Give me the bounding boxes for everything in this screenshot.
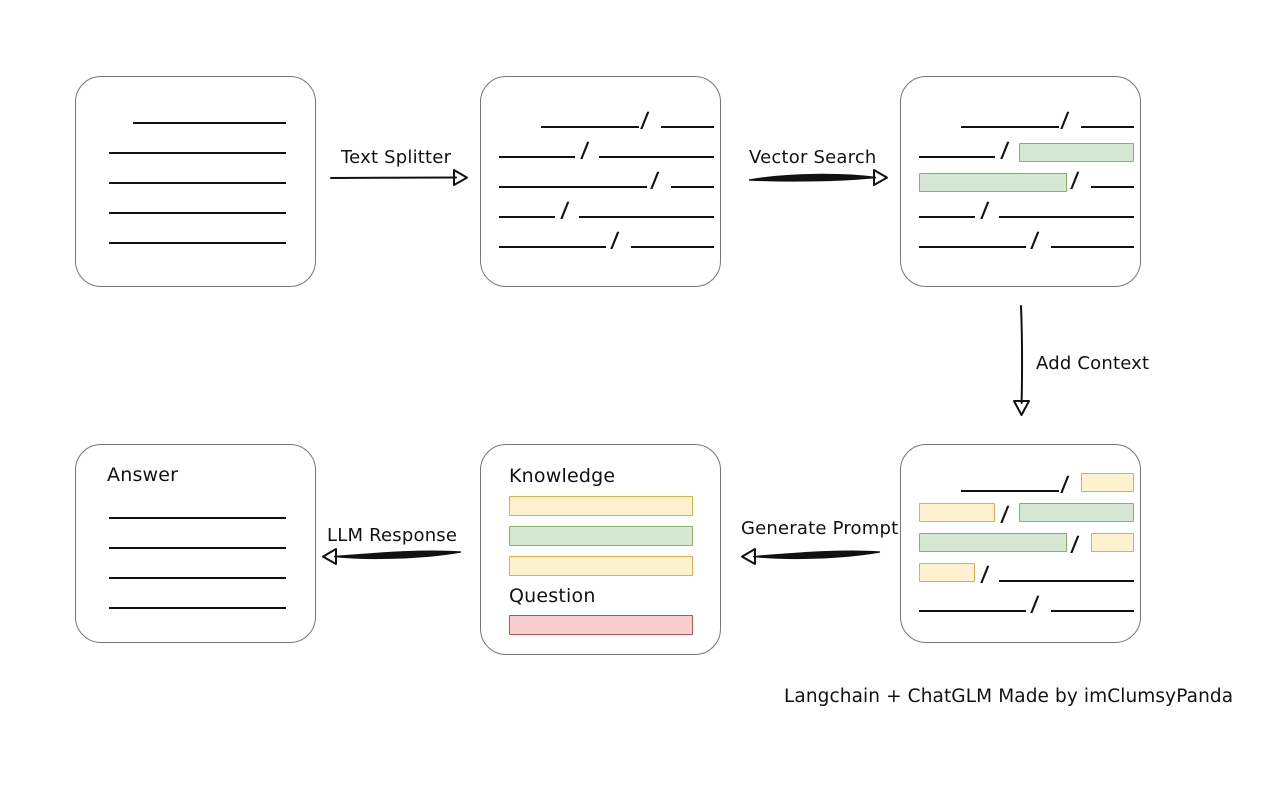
matched-chunk-highlight (919, 173, 1067, 192)
chunk-separator-icon: / (559, 198, 570, 222)
matched-chunk-highlight (1019, 143, 1134, 162)
context-chunk-highlight (919, 563, 975, 582)
answer-line (109, 517, 286, 519)
prompt-knowledge-label: Knowledge (509, 465, 616, 487)
chunk-line (1081, 126, 1134, 128)
chunk-separator-icon: / (579, 138, 590, 162)
chunk-separator-icon: / (999, 138, 1010, 162)
node-matched-chunks[interactable]: / / / / / (900, 76, 1141, 287)
edge-add-context (1010, 305, 1032, 417)
edge-vector-search (748, 166, 890, 186)
node-source-document[interactable] (75, 76, 316, 287)
chunk-separator-icon: / (979, 562, 990, 586)
chunk-line (919, 246, 1026, 248)
node-context-chunks[interactable]: / / / / / (900, 444, 1141, 643)
chunk-line (499, 216, 555, 218)
prompt-question-row (509, 615, 693, 635)
doc-line (109, 212, 286, 214)
chunk-line (1091, 186, 1134, 188)
chunk-separator-icon: / (649, 168, 660, 192)
edge-label-generate-prompt: Generate Prompt (741, 518, 899, 539)
credit-text: Langchain + ChatGLM Made by imClumsyPand… (784, 686, 1234, 707)
chunk-line (579, 216, 714, 218)
chunk-line (631, 246, 714, 248)
answer-line (109, 577, 286, 579)
chunk-line (499, 156, 575, 158)
context-chunk-highlight (1091, 533, 1134, 552)
context-chunk-highlight (1081, 473, 1134, 492)
chunk-line (499, 186, 647, 188)
chunk-line (919, 216, 975, 218)
edge-label-text-splitter: Text Splitter (341, 147, 452, 168)
edge-llm-response (320, 545, 462, 565)
edge-generate-prompt (739, 545, 881, 565)
chunk-separator-icon: / (639, 108, 650, 132)
chunk-separator-icon: / (1029, 592, 1040, 616)
chunk-line (919, 610, 1026, 612)
doc-line (133, 122, 286, 124)
matched-chunk-highlight (919, 533, 1067, 552)
chunk-line (599, 156, 714, 158)
chunk-separator-icon: / (979, 198, 990, 222)
chunk-separator-icon: / (609, 228, 620, 252)
chunk-separator-icon: / (999, 502, 1010, 526)
chunk-line (961, 126, 1059, 128)
chunk-line (1051, 610, 1134, 612)
chunk-line (541, 126, 639, 128)
context-chunk-highlight (919, 503, 995, 522)
doc-line (109, 242, 286, 244)
chunk-line (919, 156, 995, 158)
chunk-line (499, 246, 606, 248)
answer-line (109, 607, 286, 609)
chunk-line (661, 126, 714, 128)
chunk-line (999, 580, 1134, 582)
chunk-separator-icon: / (1059, 472, 1070, 496)
matched-chunk-highlight (1019, 503, 1134, 522)
prompt-question-label: Question (509, 585, 596, 607)
doc-line (109, 182, 286, 184)
edge-text-splitter (330, 166, 470, 186)
chunk-separator-icon: / (1059, 108, 1070, 132)
chunk-line (961, 490, 1059, 492)
answer-line (109, 547, 286, 549)
doc-line (109, 152, 286, 154)
chunk-line (671, 186, 714, 188)
chunk-separator-icon: / (1069, 532, 1080, 556)
prompt-knowledge-row (509, 526, 693, 546)
node-split-chunks[interactable]: / / / / / (480, 76, 721, 287)
answer-heading: Answer (107, 464, 179, 486)
node-answer[interactable]: Answer (75, 444, 316, 643)
edge-label-add-context: Add Context (1036, 353, 1150, 374)
prompt-knowledge-row (509, 556, 693, 576)
edge-label-llm-response: LLM Response (327, 525, 458, 546)
chunk-separator-icon: / (1029, 228, 1040, 252)
node-prompt[interactable]: Knowledge Question (480, 444, 721, 655)
chunk-separator-icon: / (1069, 168, 1080, 192)
chunk-line (999, 216, 1134, 218)
chunk-line (1051, 246, 1134, 248)
prompt-knowledge-row (509, 496, 693, 516)
edge-label-vector-search: Vector Search (749, 147, 877, 168)
